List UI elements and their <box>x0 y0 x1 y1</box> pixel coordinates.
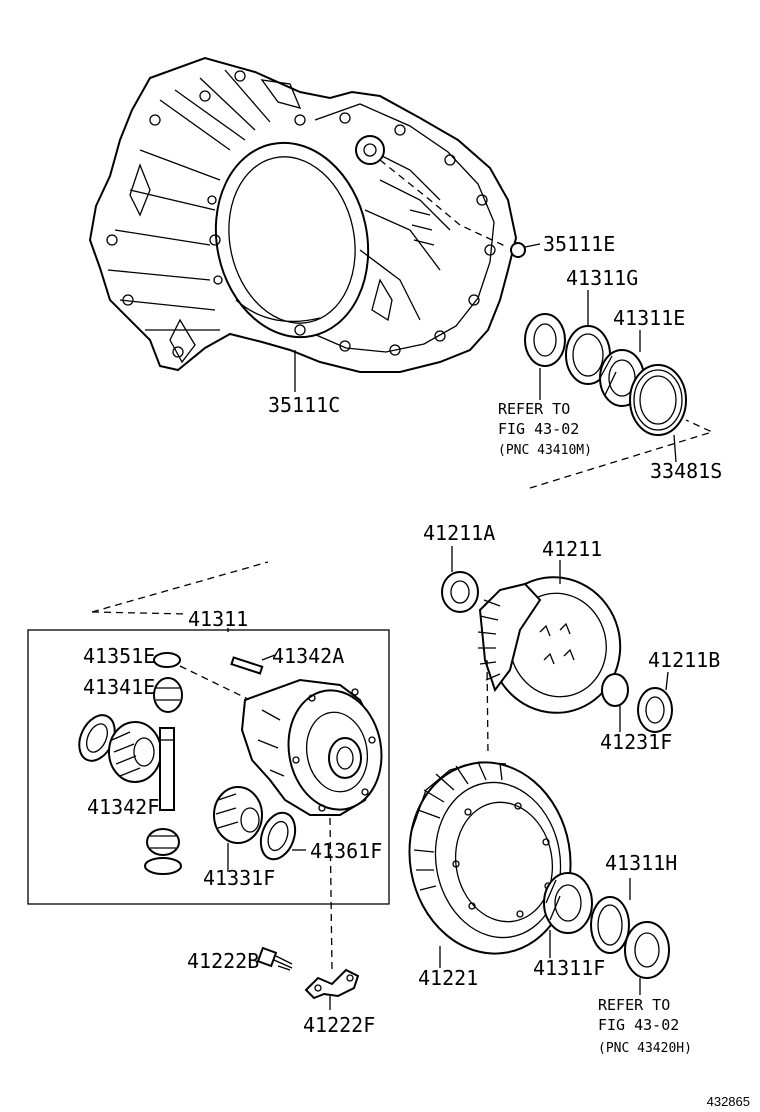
part-label-41221: 41221 <box>418 966 478 990</box>
transaxle-housing <box>88 56 518 373</box>
part-label-41222f: 41222F <box>303 1013 375 1037</box>
shaft-41342f <box>150 727 175 811</box>
note-upper-line3: (PNC 43410M) <box>498 443 592 458</box>
part-label-41341e: 41341E <box>83 675 155 699</box>
note-upper-line2: FIG 43-02 <box>498 420 579 438</box>
bearing-41211b <box>637 671 673 733</box>
note-lower-line3: (PNC 43420H) <box>598 1041 692 1056</box>
part-label-41311e: 41311E <box>613 306 685 330</box>
guide-line-41222f <box>329 817 333 971</box>
washer-41361f <box>259 811 306 861</box>
side-gear-left <box>108 721 162 783</box>
part-label-41211a: 41211A <box>423 521 495 545</box>
pinion-gear-lower <box>144 828 182 875</box>
differential-case <box>240 678 383 816</box>
part-label-41311g: 41311G <box>566 266 638 290</box>
note-lower-line1: REFER TO <box>598 996 670 1014</box>
lock-plate-41222f <box>304 968 360 1010</box>
pinion-gear-41341e <box>153 677 183 713</box>
gear-41211 <box>477 560 622 756</box>
part-label-41211: 41211 <box>542 537 602 561</box>
part-label-41222b: 41222B <box>187 949 259 973</box>
bearing-stack-lower <box>543 872 670 995</box>
ring-gear-41221 <box>408 761 572 968</box>
part-label-35111e: 35111E <box>543 232 615 256</box>
part-label-41331f: 41331F <box>203 866 275 890</box>
bearing-41231f <box>601 673 629 732</box>
part-label-41311: 41311 <box>188 607 248 631</box>
plug-35111e <box>510 242 541 258</box>
pin-41342a <box>230 654 276 675</box>
bolt-41222b <box>256 946 293 971</box>
part-label-35111c: 35111C <box>268 393 340 417</box>
differential-box <box>27 561 390 905</box>
bearing-41211a <box>441 546 479 613</box>
part-label-41311h: 41311H <box>605 851 677 875</box>
note-lower-line2: FIG 43-02 <box>598 1016 679 1034</box>
side-gear-41331f <box>213 786 263 872</box>
part-label-41211b: 41211B <box>648 648 720 672</box>
part-label-41342a: 41342A <box>272 644 344 668</box>
figure-number: 432865 <box>707 1094 750 1109</box>
bearing-stack-upper <box>524 290 714 489</box>
note-upper-line1: REFER TO <box>498 400 570 418</box>
part-label-33481s: 33481S <box>650 459 722 483</box>
washer-41351e <box>153 652 251 701</box>
part-label-41361f: 41361F <box>310 839 382 863</box>
part-label-41231f: 41231F <box>600 730 672 754</box>
part-label-41351e: 41351E <box>83 644 155 668</box>
part-label-41311f: 41311F <box>533 956 605 980</box>
part-label-41342f: 41342F <box>87 795 159 819</box>
